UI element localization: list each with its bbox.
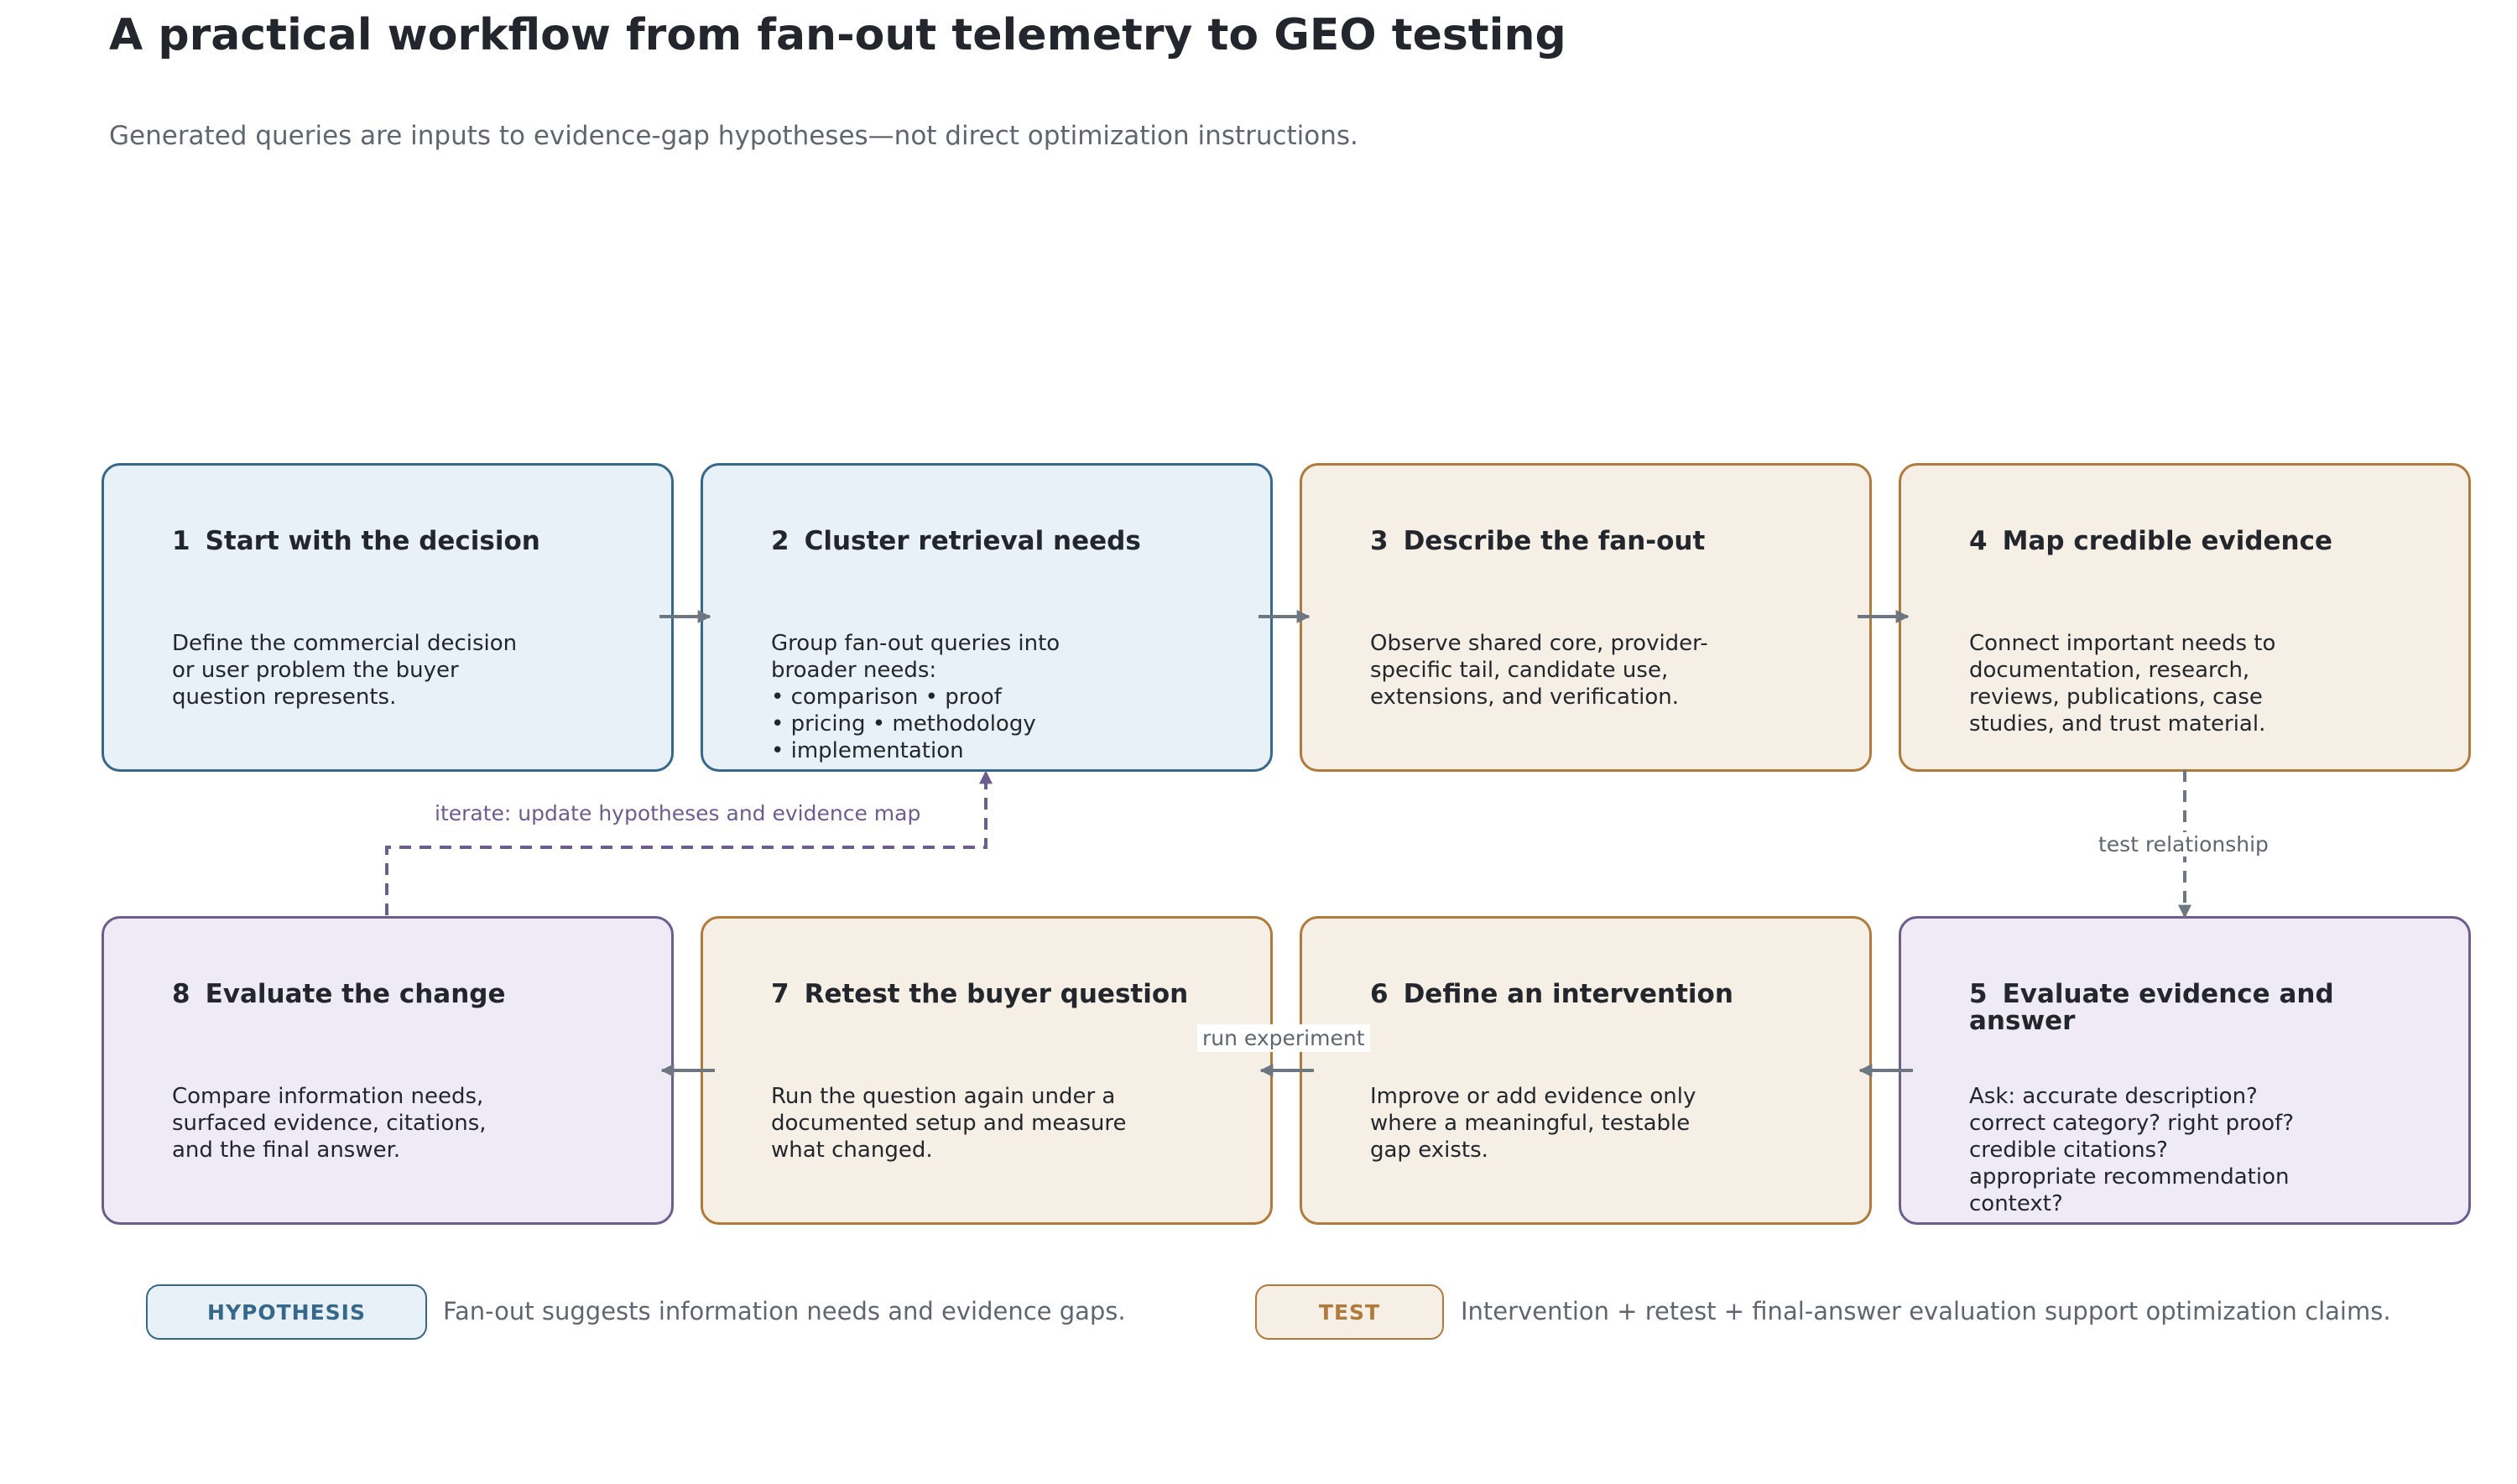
step-number: 2	[771, 526, 789, 556]
step-number: 5	[1969, 979, 1988, 1009]
step-card-6: 6 Define an intervention Improve or add e…	[1300, 916, 1872, 1225]
legend-hypothesis-badge: HYPOTHESIS	[146, 1284, 427, 1340]
step-title-text: Define an intervention	[1403, 979, 1733, 1009]
diagram-title: A practical workflow from fan-out teleme…	[109, 10, 1566, 60]
step-number: 8	[172, 979, 190, 1009]
step-title-text: Map credible evidence	[2002, 526, 2333, 556]
step-title-text: Start with the decision	[205, 526, 540, 556]
step-title-text: Evaluate evidence and answer	[1969, 979, 2334, 1037]
step-description: Compare information needs, surfaced evid…	[172, 1084, 487, 1163]
step-number: 3	[1370, 526, 1389, 556]
step-title-text: Cluster retrieval needs	[804, 526, 1141, 556]
step-card-8: 8 Evaluate the change Compare information…	[102, 916, 674, 1225]
step-number: 1	[172, 526, 190, 556]
test-relationship-label: test relationship	[2097, 832, 2270, 857]
step-number: 6	[1370, 979, 1389, 1009]
step-card-4: 4 Map credible evidence Connect important…	[1899, 463, 2471, 772]
step-description: Ask: accurate description? correct categ…	[1969, 1084, 2295, 1216]
run-experiment-label: run experiment	[1197, 1024, 1370, 1052]
step-title: 8 Evaluate the change	[172, 981, 625, 1008]
step-number: 4	[1969, 526, 1988, 556]
legend-test-text: Intervention + retest + final-answer eva…	[1461, 1297, 2391, 1325]
iterate-label: iterate: update hypotheses and evidence …	[435, 801, 921, 825]
diagram-subtitle: Generated queries are inputs to evidence…	[109, 121, 1358, 151]
step-title: 1 Start with the decision	[172, 528, 625, 555]
step-card-3: 3 Describe the fan-out Observe shared cor…	[1300, 463, 1872, 772]
step-title: 2 Cluster retrieval needs	[771, 528, 1224, 555]
step-description: Improve or add evidence only where a mea…	[1370, 1084, 1696, 1163]
step-description: Observe shared core, provider- specific …	[1370, 631, 1708, 710]
iterate-loop-arrow	[385, 770, 993, 915]
step-title: 3 Describe the fan-out	[1370, 528, 1823, 555]
step-description: Define the commercial decision or user p…	[172, 631, 518, 710]
step-title: 6 Define an intervention	[1370, 981, 1823, 1008]
step-description: Connect important needs to documentation…	[1969, 631, 2276, 737]
step-title: 7 Retest the buyer question	[771, 981, 1224, 1008]
step-card-2: 2 Cluster retrieval needs Group fan-out q…	[701, 463, 1273, 772]
step-description: Run the question again under a documente…	[771, 1084, 1127, 1163]
step-title-text: Describe the fan-out	[1403, 526, 1706, 556]
step-title: 4 Map credible evidence	[1969, 528, 2422, 555]
step-card-7: 7 Retest the buyer question Run the quest…	[701, 916, 1273, 1225]
step-card-1: 1 Start with the decision Define the comm…	[102, 463, 674, 772]
step-title-text: Retest the buyer question	[804, 979, 1189, 1009]
step-number: 7	[771, 979, 789, 1009]
legend-test-badge: TEST	[1255, 1284, 1444, 1340]
step-description: Group fan-out queries into broader needs…	[771, 631, 1060, 763]
legend-hypothesis-text: Fan-out suggests information needs and e…	[443, 1297, 1126, 1325]
step-title-text: Evaluate the change	[205, 979, 506, 1009]
